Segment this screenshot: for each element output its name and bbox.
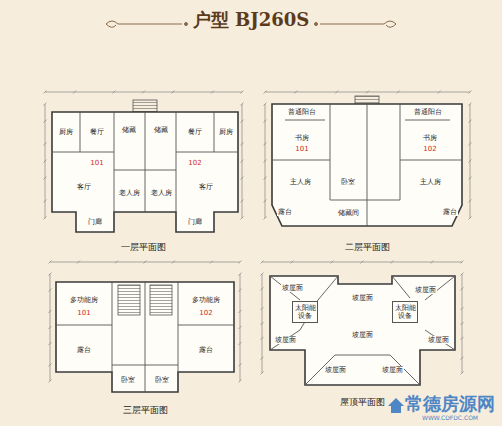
room: 卧室 (120, 376, 136, 384)
room-label: 多功能房 (192, 296, 220, 304)
title: 户型 BJ260S (0, 8, 502, 32)
room: 客厅 (76, 183, 92, 191)
room-label: 坡屋面 (275, 336, 296, 344)
room-label: 坡屋面 (352, 331, 373, 339)
room: 储藏 (153, 126, 169, 134)
room-label: 多功能房 (70, 296, 98, 304)
room: 书房 (422, 134, 438, 142)
room: 露台 (277, 208, 293, 216)
room: 坡屋面 (351, 331, 374, 339)
room: 主人房 (289, 178, 312, 186)
room: 厨房 (58, 128, 74, 136)
room: 老人房 (118, 189, 141, 197)
plan-caption: 二层平面图 (265, 241, 470, 254)
unit-number: 101 (77, 310, 90, 318)
room-label: 露台 (278, 208, 292, 216)
room-label: 主人房 (290, 178, 311, 186)
unit-number: 102 (188, 160, 201, 168)
room: 露台 (76, 346, 92, 354)
floor-plan: 三层平面图多功能房多功能房露台卧室卧室露台 (50, 268, 240, 401)
room-label: 门廊 (188, 218, 202, 226)
room: 客厅 (198, 183, 214, 191)
room-label: 卧室 (121, 376, 135, 384)
room: 门廊 (187, 218, 203, 226)
unit-number: 102 (423, 146, 436, 154)
room: 老人房 (150, 189, 173, 197)
room: 普通阳台 (287, 108, 317, 116)
room-label: 坡屋面 (428, 336, 449, 344)
room: 坡屋面 (414, 286, 437, 294)
room-label: 客厅 (199, 183, 213, 191)
room: 露台 (442, 208, 458, 216)
room: 坡屋面 (281, 284, 304, 292)
room-label: 储藏间 (338, 209, 359, 217)
room: 餐厅 (187, 128, 203, 136)
room-label: 主人房 (420, 178, 441, 186)
room-label: 餐厅 (188, 128, 202, 136)
room-label: 客厅 (77, 183, 91, 191)
room: 普通阳台 (413, 108, 443, 116)
room-label: 露台 (199, 346, 213, 354)
room: 储藏间 (337, 209, 360, 217)
room-label: 储藏 (122, 126, 136, 134)
floor-plan: 一层平面图厨房餐厅储藏储藏餐厅厨房客厅老人房老人房客厅门廊门廊 (45, 98, 242, 238)
room-label: 太阳能设备 (294, 304, 316, 320)
room: 多功能房 (191, 296, 221, 304)
room: 露台 (198, 346, 214, 354)
room-label: 储藏 (154, 126, 168, 134)
room: 主人房 (419, 178, 442, 186)
room: 卧室 (154, 376, 170, 384)
room-label: 太阳能设备 (394, 304, 416, 320)
plan-caption: 一层平面图 (45, 241, 242, 254)
unit-number: 102 (199, 310, 212, 318)
room-label: 露台 (77, 346, 91, 354)
room-label: 餐厅 (90, 128, 104, 136)
equipment-box: 太阳能设备 (392, 301, 418, 323)
room-label: 坡屋面 (325, 366, 346, 374)
room-label: 厨房 (219, 128, 233, 136)
room-label: 卧室 (155, 376, 169, 384)
room: 厨房 (218, 128, 234, 136)
room: 储藏 (121, 126, 137, 134)
room: 卧室 (340, 178, 356, 186)
room: 坡屋面 (427, 336, 450, 344)
room-label: 厨房 (59, 128, 73, 136)
unit-number: 101 (90, 160, 103, 168)
plan-walls-1 (52, 100, 238, 232)
equipment-box: 太阳能设备 (292, 301, 318, 323)
room-label: 老人房 (151, 189, 172, 197)
plan-walls-3 (56, 282, 234, 392)
roof-plan (270, 276, 455, 385)
floor-plan: 二层平面图普通阳台普通阳台书房书房主人房卧室主人房露台储藏间露台 (265, 98, 470, 238)
plan-caption: 三层平面图 (50, 404, 240, 417)
room-label: 门廊 (88, 218, 102, 226)
watermark: 常德房源网 (405, 394, 495, 414)
room-label: 坡屋面 (415, 286, 436, 294)
room: 坡屋面 (381, 366, 404, 374)
plan-walls-2 (272, 96, 462, 226)
room-label: 坡屋面 (282, 284, 303, 292)
room-label: 露台 (443, 208, 457, 216)
room: 多功能房 (69, 296, 99, 304)
room: 坡屋面 (324, 366, 347, 374)
room: 坡屋面 (274, 336, 297, 344)
room: 坡屋面 (351, 294, 374, 302)
watermark-url: WWW.CDFDC.COM (422, 415, 478, 422)
room-label: 普通阳台 (414, 108, 442, 116)
watermark-icon (388, 398, 404, 413)
room: 餐厅 (89, 128, 105, 136)
room-label: 坡屋面 (352, 294, 373, 302)
room: 书房 (294, 134, 310, 142)
room-label: 坡屋面 (382, 366, 403, 374)
room-label: 书房 (423, 134, 437, 142)
unit-number: 101 (295, 146, 308, 154)
room: 门廊 (87, 218, 103, 226)
floor-plan: 屋顶平面图坡屋面坡屋面坡屋面太阳能设备太阳能设备坡屋面坡屋面坡屋面坡屋面坡屋面 (262, 268, 462, 393)
room-label: 普通阳台 (288, 108, 316, 116)
room-label: 书房 (295, 134, 309, 142)
room-label: 卧室 (341, 178, 355, 186)
room-label: 老人房 (119, 189, 140, 197)
